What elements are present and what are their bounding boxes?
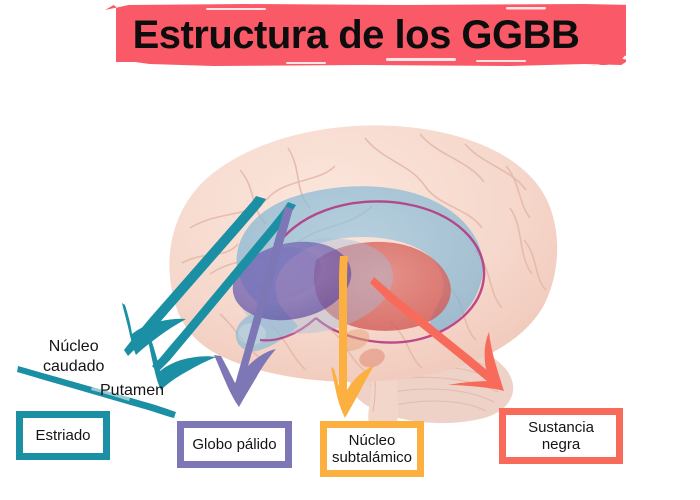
annotation-nucleo-caudado-line2: caudado <box>43 358 105 375</box>
label-box-sustancia-negra-line1: Sustancia <box>528 418 594 436</box>
annotation-putamen: Putamen <box>100 382 165 399</box>
label-box-nucleo-subtalamico[interactable]: Núcleo subtalámico <box>320 421 424 477</box>
brain-basal-ganglia-illustration <box>120 78 580 438</box>
label-box-estriado[interactable]: Estriado <box>16 411 110 460</box>
label-box-globo-palido[interactable]: Globo pálido <box>177 421 292 468</box>
annotation-nucleo-caudado: Núcleo caudado <box>43 337 104 377</box>
label-box-sustancia-negra[interactable]: Sustancia negra <box>499 408 623 464</box>
banner-brush-texture <box>206 7 546 64</box>
title-banner: Estructura de los GGBB <box>86 2 626 68</box>
page-title: Estructura de los GGBB <box>132 12 580 57</box>
label-box-estriado-text: Estriado <box>23 418 103 453</box>
label-box-sustancia-negra-text: Sustancia negra <box>506 415 616 457</box>
label-box-sustancia-negra-line2: negra <box>541 436 581 453</box>
banner-brush-shape <box>105 4 626 66</box>
annotation-nucleo-caudado-line1: Núcleo <box>48 338 99 355</box>
label-box-globo-palido-text: Globo pálido <box>184 428 285 461</box>
label-box-nucleo-subtalamico-text: Núcleo subtalámico <box>327 428 417 470</box>
label-box-nucleo-subtalamico-line2: subtalámico <box>331 449 413 466</box>
label-box-nucleo-subtalamico-line1: Núcleo <box>348 431 396 449</box>
